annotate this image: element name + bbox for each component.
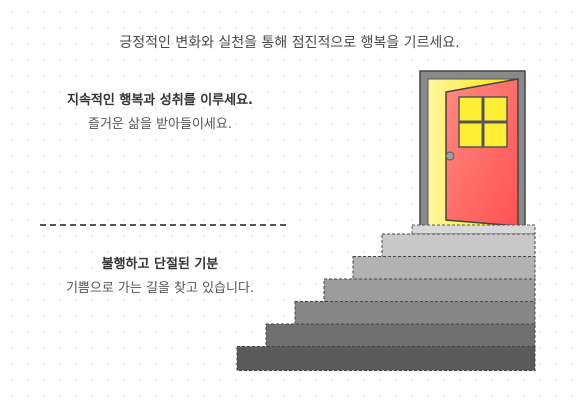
window-icon [458, 96, 508, 148]
dashed-divider [40, 224, 286, 226]
stair-step [294, 301, 536, 326]
header-text: 긍정적인 변화와 실천을 통해 점진적으로 행복을 기르세요. [119, 35, 460, 51]
stair-landing [411, 224, 536, 235]
stair-step [381, 233, 536, 259]
start-block: 불행하고 단절된 기분 기쁨으로 가는 길을 찾고 있습니다. [40, 256, 280, 298]
start-title: 불행하고 단절된 기분 [101, 257, 219, 272]
stairs-icon [236, 224, 536, 371]
goal-description: 즐거운 삶을 받아들이세요. [88, 117, 232, 132]
stair-step [323, 278, 536, 304]
stair-step [352, 256, 536, 281]
stair-step [236, 346, 536, 371]
start-description: 기쁨으로 가는 길을 찾고 있습니다. [65, 281, 255, 296]
goal-block: 지속적인 행복과 성취를 이루세요. 즐거운 삶을 받아들이세요. [40, 92, 280, 134]
stair-step [265, 323, 536, 349]
door-icon [419, 70, 526, 227]
goal-title: 지속적인 행복과 성취를 이루세요. [67, 93, 253, 108]
